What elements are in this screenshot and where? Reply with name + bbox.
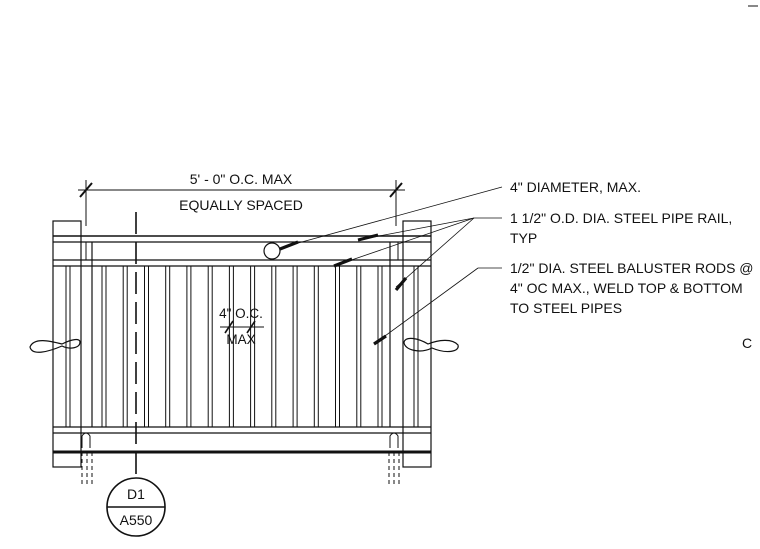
callout-baluster-line-2: 4" OC MAX., WELD TOP & BOTTOM [510,280,743,296]
section-sheet-number: A550 [120,512,153,528]
left-break-symbol [29,338,81,353]
callout-sphere-line-1: 4" DIAMETER, MAX. [510,179,641,195]
baluster-spacing-text: 4" O.C. [219,306,263,321]
edge-label: C [742,335,752,351]
callout-pipe-rail-line-2: TYP [510,230,537,246]
section-marker [106,477,166,537]
callout-baluster-line-1: 1/2" DIA. STEEL BALUSTER RODS @ [510,260,754,276]
right-anchor [388,432,400,485]
railing [29,220,459,485]
baluster-spacing-dimension [220,320,264,334]
overall-dimension [78,180,405,226]
left-post [52,220,82,468]
left-anchor [81,432,93,485]
section-detail-number: D1 [127,486,145,502]
right-break-symbol [403,337,459,353]
callout-pipe-rail-line-1: 1 1/2" O.D. DIA. STEEL PIPE RAIL, [510,210,732,226]
sphere-test-circle [263,242,281,260]
callout-leaders [279,186,503,346]
callout-baluster-line-3: TO STEEL PIPES [510,300,622,316]
right-post [402,220,432,468]
overall-dimension-text: 5' - 0" O.C. MAX [190,171,293,187]
baluster-rods [101,266,383,427]
baluster-max-text: MAX [226,332,255,347]
equally-spaced-text: EQUALLY SPACED [179,197,303,213]
